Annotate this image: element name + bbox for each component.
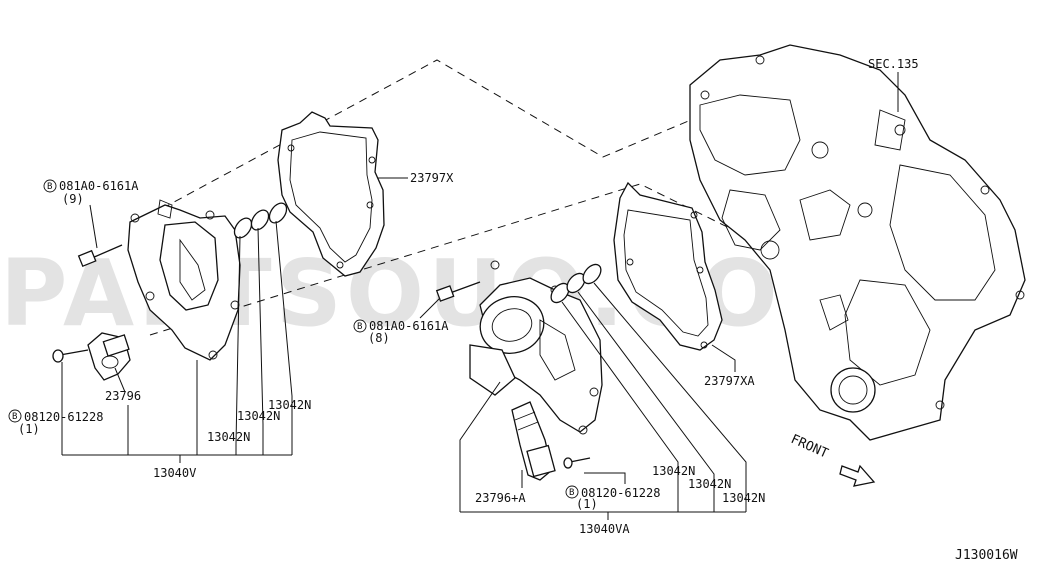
screw-left-marker: B (12, 412, 17, 422)
screw-left-label: 08120-61228 (24, 410, 103, 424)
assy-left-callout: 13040V (62, 360, 292, 480)
o-ring-left-label-2: 13042N (237, 409, 280, 423)
screw-right-qty: (1) (576, 497, 598, 511)
front-arrow-icon (839, 464, 876, 487)
bolt-right[interactable] (435, 281, 481, 302)
o-ring-left-label-3: 13042N (268, 398, 311, 412)
diagram-code: J130016W (955, 548, 1018, 563)
o-ring-right-label-1: 13042N (652, 464, 695, 478)
o-ring-right-label-2: 13042N (688, 477, 731, 491)
gasket-left-label: 23797X (410, 171, 454, 185)
gasket-right[interactable] (613, 181, 723, 351)
front-indicator: FRONT (788, 432, 876, 487)
bolt-left-callout: B 081A0-6161A (9) (43, 179, 139, 249)
valve-timing-cover-left[interactable] (127, 199, 241, 361)
o-rings-right[interactable] (548, 261, 605, 306)
sensor-left[interactable] (87, 332, 131, 381)
gasket-right-label: 23797XA (704, 374, 755, 388)
o-rings-left[interactable] (231, 200, 290, 241)
o-ring-left-label-1: 13042N (207, 430, 250, 444)
o-ring-right-label-3: 13042N (722, 491, 765, 505)
front-chain-case[interactable] (689, 44, 1026, 441)
gasket-left-callout: 23797X (378, 171, 454, 185)
bolt-right-qty: (8) (368, 331, 390, 345)
screw-right-label: 08120-61228 (581, 486, 660, 500)
assy-left-label: 13040V (153, 466, 196, 480)
sensor-left-label: 23796 (105, 389, 141, 403)
gasket-right-callout: 23797XA (704, 344, 755, 388)
screw-left-callout: B 08120-61228 (1) (8, 362, 103, 455)
sec-label: SEC.135 (868, 57, 919, 71)
sensor-left-callout: 23796 (105, 367, 141, 403)
sensor-right-callout: 23796+A (475, 470, 526, 505)
sensor-right[interactable] (511, 401, 556, 481)
alignment-dashed-lines (149, 59, 763, 336)
sensor-right-label: 23796+A (475, 491, 526, 505)
screw-right-marker: B (569, 488, 574, 498)
bolt-left-marker: B (47, 182, 52, 192)
screw-left-qty: (1) (18, 422, 40, 436)
front-label: FRONT (788, 432, 830, 462)
o-ring-left-callouts: 13042N 13042N 13042N (207, 220, 311, 455)
bolt-right-callout: B 081A0-6161A (8) (353, 297, 449, 345)
bolt-left-qty: (9) (62, 192, 84, 206)
gasket-left[interactable] (277, 111, 385, 277)
bolt-right-marker: B (357, 322, 362, 332)
assy-right-label: 13040VA (579, 522, 630, 536)
sec-callout: SEC.135 (868, 57, 919, 112)
valve-timing-cover-right[interactable] (469, 260, 603, 435)
o-ring-right-callouts: 13042N 13042N 13042N (561, 282, 765, 512)
screw-left[interactable] (52, 349, 89, 363)
screw-right-callout: B 08120-61228 (1) (565, 472, 660, 511)
screw-right[interactable] (563, 457, 591, 469)
bolt-left-label: 081A0-6161A (59, 179, 139, 193)
bolt-left[interactable] (77, 244, 123, 268)
bolt-right-label: 081A0-6161A (369, 319, 449, 333)
assy-right-callout: 13040VA (459, 381, 747, 536)
